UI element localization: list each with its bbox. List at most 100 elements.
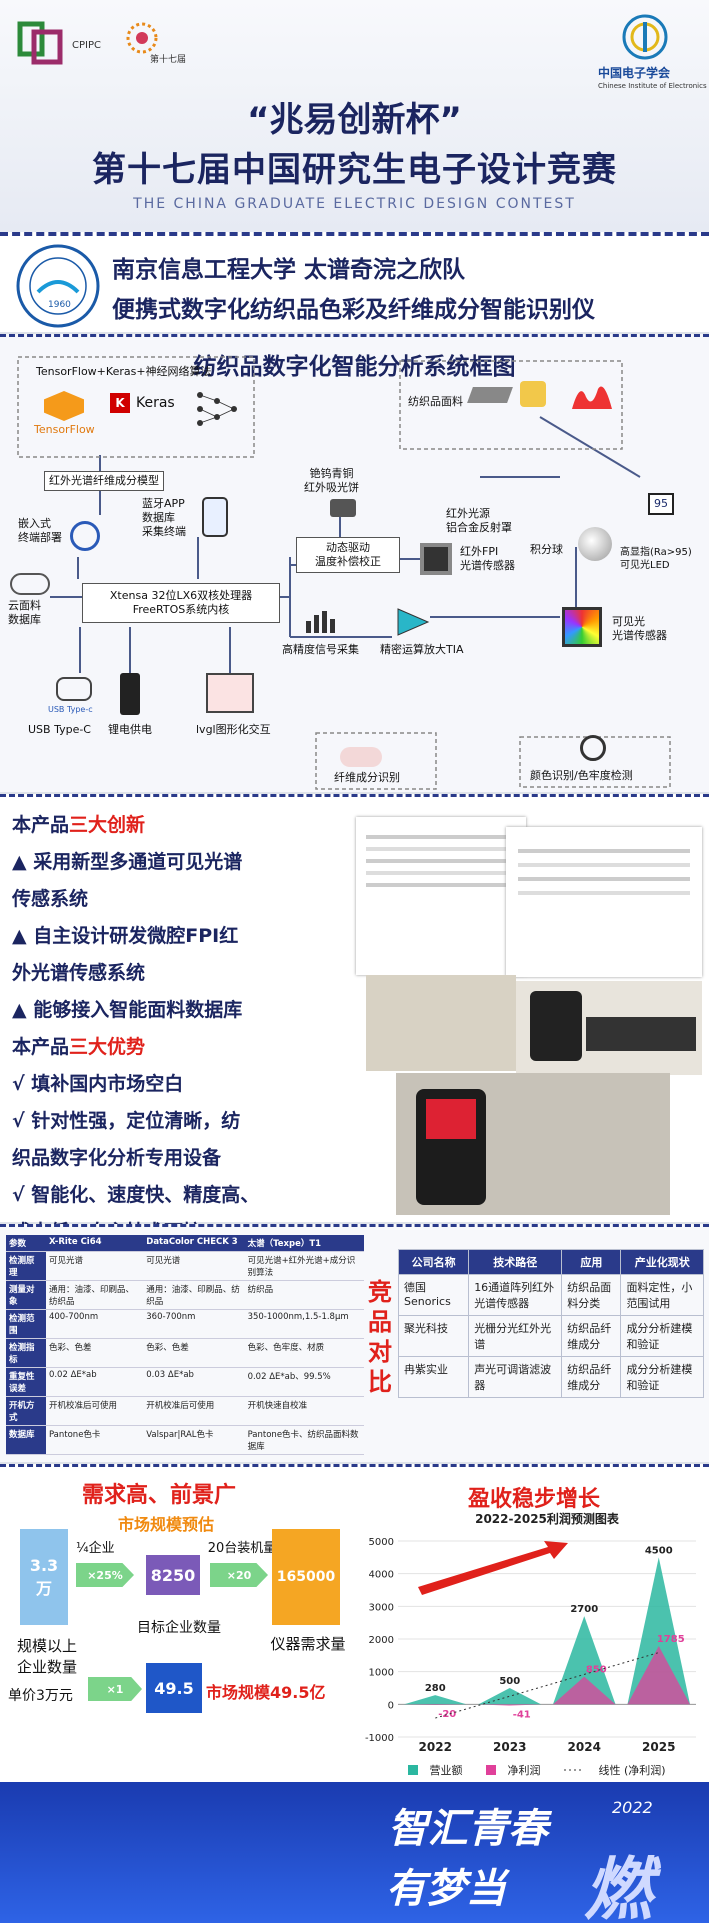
competitor-table-cell: 聚光科技 bbox=[397, 1315, 470, 1357]
spec-table-cell: 数据库 bbox=[6, 1425, 46, 1455]
x-tick-label: 2025 bbox=[642, 1740, 675, 1754]
fiber-icon bbox=[340, 747, 382, 767]
data-label: -41 bbox=[513, 1710, 531, 1721]
enterprise-count-box: 3.3 万 bbox=[20, 1529, 68, 1625]
target-count-caption: 目标企业数量 bbox=[137, 1620, 221, 1636]
y-tick-label: 3000 bbox=[369, 1602, 394, 1613]
market-title: 需求高、前景广 bbox=[82, 1483, 237, 1508]
society-name: 中国电子学会 bbox=[598, 66, 671, 80]
cie-logo bbox=[622, 14, 668, 60]
competitor-table-row: 冉紫实业声光可调谐滤波器纺织品纤维成分成分分析建模和验证 bbox=[397, 1356, 704, 1398]
fabric-label: 纺织品面料 bbox=[408, 395, 463, 408]
data-label: 280 bbox=[425, 1683, 446, 1694]
spec-comparison-table: 参数 X-Rite Ci64 DataColor CHECK 3 太谱（Texp… bbox=[6, 1235, 364, 1455]
header: CPIPC 第十七届 中国电子学会 Chinese Institute of E… bbox=[0, 0, 709, 232]
signal-label: 高精度信号采集 bbox=[282, 643, 359, 656]
spec-table-cell: Pantone色卡 bbox=[45, 1425, 144, 1455]
y-tick-label: 4000 bbox=[369, 1570, 394, 1581]
innovation-item-3: ▲ 能够接入智能面料数据库 bbox=[12, 999, 243, 1021]
spec-table-cell: 色彩、色差 bbox=[45, 1338, 144, 1368]
seventeenth-caption: 第十七届 bbox=[150, 55, 187, 65]
phone-icon bbox=[202, 497, 228, 537]
advantage-item-3: √ 智能化、速度快、精度高、 bbox=[12, 1184, 260, 1206]
spec-table-header: 参数 X-Rite Ci64 DataColor CHECK 3 太谱（Texp… bbox=[6, 1235, 364, 1252]
install-label: 20台装机量 bbox=[207, 1541, 277, 1556]
enterprise-count-caption: 规模以上 企业数量 bbox=[16, 1637, 77, 1676]
series-1-peak bbox=[552, 1676, 616, 1705]
advantage-heading: 本产品三大优势 bbox=[12, 1036, 146, 1058]
led-label: 高显指(Ra>95) 可见光LED bbox=[620, 547, 692, 571]
project-name: 便携式数字化纺织品色彩及纤维成分智能识别仪 bbox=[112, 297, 595, 323]
chip-icon bbox=[70, 521, 100, 551]
competitor-table-cell: 成分分析建模和验证 bbox=[620, 1356, 704, 1398]
spec-table-cell: 400-700nm bbox=[45, 1309, 144, 1339]
innovation-item-1: ▲ 采用新型多通道可见光谱 bbox=[12, 851, 243, 873]
market-subtitle: 市场规模预估 bbox=[118, 1515, 215, 1534]
contest-title: 第十七届中国研究生电子设计竞赛 bbox=[92, 150, 617, 190]
advantage-item-1: √ 填补国内市场空白 bbox=[12, 1073, 184, 1095]
certificate-image bbox=[506, 827, 702, 977]
y-tick-label: 5000 bbox=[369, 1537, 394, 1548]
team-section: 1960 南京信息工程大学 太谱奇浣之欣队 便携式数字化纺织品色彩及纤维成分智能… bbox=[0, 232, 709, 332]
legend-label: 营业额 bbox=[430, 1763, 463, 1777]
spectrum-icon bbox=[570, 377, 614, 411]
x-tick-label: 2023 bbox=[493, 1740, 526, 1754]
market-size-result: 市场规模49.5亿 bbox=[206, 1683, 326, 1702]
university-seal bbox=[16, 244, 100, 328]
spec-table-cell: Pantone色卡、纺织品面料数据库 bbox=[244, 1425, 364, 1455]
sphere-label: 积分球 bbox=[530, 543, 563, 556]
mcu-box: Xtensa 32位LX6双核处理器 FreeRTOS系统内核 bbox=[82, 583, 280, 623]
screen-icon bbox=[206, 673, 254, 713]
seal-year: 1960 bbox=[48, 300, 71, 310]
legend-swatch bbox=[486, 1765, 496, 1775]
series-0-peak bbox=[478, 1688, 542, 1705]
spec-table-row: 开机方式开机校准后可使用开机校准后可使用开机快速自校准 bbox=[6, 1396, 364, 1426]
spec-table-cell: 开机校准后可使用 bbox=[143, 1396, 245, 1426]
competitor-table-cell: 成分分析建模和验证 bbox=[620, 1315, 704, 1357]
enterprise-count-value: 3.3 bbox=[29, 1555, 59, 1575]
competitor-header-cell: 公司名称 bbox=[397, 1249, 470, 1275]
competitor-table-row: 聚光科技光栅分光红外光谱纺织品纤维成分成分分析建模和验证 bbox=[397, 1315, 704, 1357]
series-1-peak bbox=[478, 1704, 542, 1706]
spec-table-cell: 可见光谱 bbox=[45, 1251, 144, 1281]
cpipc-logo bbox=[14, 18, 74, 76]
clothes-icon bbox=[520, 381, 546, 407]
color-detect-label: 颜色识别/色牢度检测 bbox=[530, 769, 633, 782]
spec-table-cell: 检测范围 bbox=[6, 1309, 46, 1339]
keras-label: Keras bbox=[136, 395, 175, 411]
slogan-tag: 2022 bbox=[612, 1798, 653, 1817]
competitor-header-cell: 应用 bbox=[561, 1249, 622, 1275]
competitor-table-cell: 面料定性，小范围试用 bbox=[620, 1274, 704, 1316]
revenue-title: 盈收稳步增长 bbox=[468, 1487, 601, 1512]
spec-table-cell: 重复性误差 bbox=[6, 1367, 46, 1397]
spec-header-cell: 太谱（Texpe）T1 bbox=[244, 1235, 364, 1252]
spec-header-cell: 参数 bbox=[6, 1235, 46, 1252]
enterprise-count-unit: 万 bbox=[35, 1578, 52, 1598]
usb-label: USB Type-C bbox=[28, 723, 91, 736]
competitor-table-cell: 纺织品面料分类 bbox=[561, 1274, 622, 1316]
competitor-table-cell: 纺织品纤维成分 bbox=[561, 1315, 622, 1357]
spec-table-row: 检测指标色彩、色差色彩、色差色彩、色牢度、材质 bbox=[6, 1338, 364, 1368]
innovation-heading: 本产品三大创新 bbox=[12, 814, 146, 836]
legend-label: 线性 (净利润) bbox=[598, 1763, 665, 1777]
series-1-peak bbox=[403, 1704, 467, 1705]
ir-source-label: 红外光源 铝合金反射罩 bbox=[446, 507, 512, 534]
instrument-demand-box: 165000 bbox=[272, 1529, 340, 1625]
spec-table-cell: 检测原理 bbox=[6, 1251, 46, 1281]
spec-header-cell: X-Rite Ci64 bbox=[45, 1235, 144, 1252]
keras-icon: K bbox=[110, 393, 130, 413]
advantage-item-2b: 织品数字化分析专用设备 bbox=[12, 1147, 222, 1169]
spec-table-cell: 开机校准后可使用 bbox=[45, 1396, 144, 1426]
spec-table-cell: 360-700nm bbox=[143, 1309, 245, 1339]
competitor-table-cell: 德国Senorics bbox=[397, 1274, 470, 1316]
market-size-box: 49.5 bbox=[146, 1663, 202, 1713]
innovation-section: 本产品三大创新 ▲ 采用新型多通道可见光谱 传感系统 ▲ 自主设计研发微腔FPI… bbox=[0, 794, 709, 1243]
y-tick-label: -1000 bbox=[365, 1733, 394, 1744]
opamp-icon bbox=[396, 607, 430, 637]
slogan-big-char: 燃 bbox=[584, 1851, 653, 1923]
data-label: 850 bbox=[586, 1665, 607, 1676]
led-badge: 95 bbox=[648, 493, 674, 515]
spec-table-row: 检测原理可见光谱可见光谱可见光谱+红外光谱+成分识别算法 bbox=[6, 1251, 364, 1281]
